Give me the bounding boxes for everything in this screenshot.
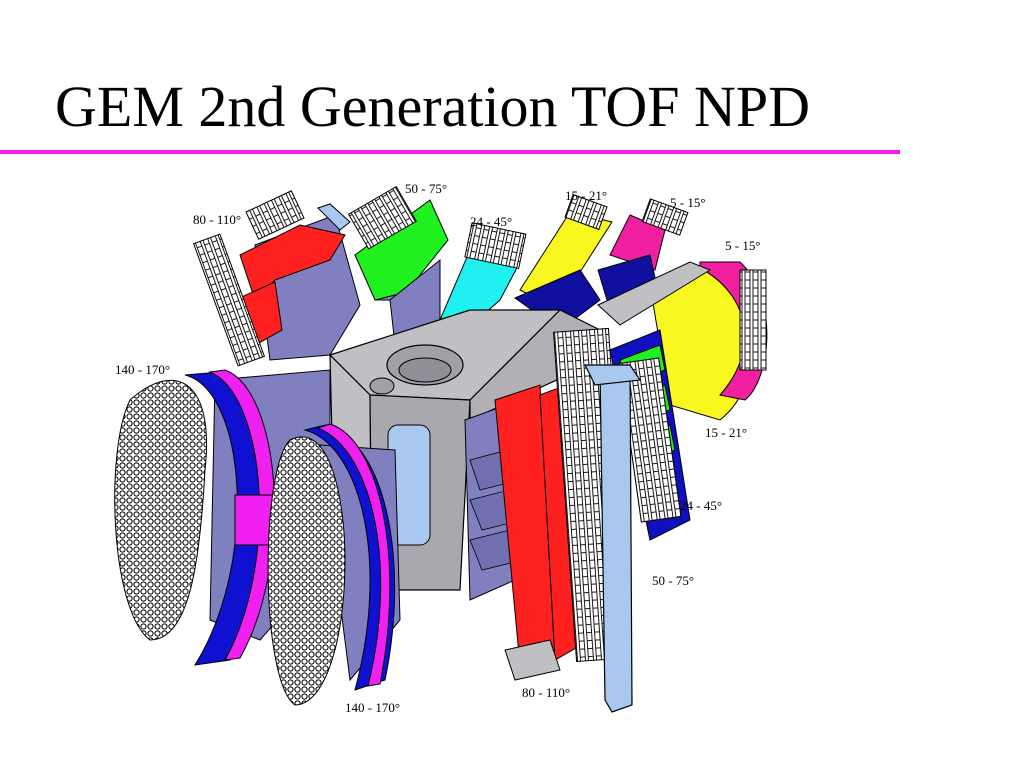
label-80-110-top: 80 - 110° <box>193 212 241 227</box>
label-24-45-right: 24 - 45° <box>680 498 722 513</box>
label-50-75-top: 50 - 75° <box>405 181 447 196</box>
vertical-strut <box>584 364 642 713</box>
label-24-45-top: 24 - 45° <box>470 214 512 229</box>
label-50-75-right: 50 - 75° <box>652 573 694 588</box>
label-140-170-bottom: 140 - 170° <box>345 700 400 715</box>
label-15-21-right: 15 - 21° <box>705 425 747 440</box>
sector-140-170-bottom <box>267 423 401 706</box>
sector-5-15-top <box>597 198 689 311</box>
sector-80-110-top <box>192 190 361 367</box>
sector-15-21-top <box>513 193 613 331</box>
label-5-15-top: 5 - 15° <box>670 195 706 210</box>
slide-title: GEM 2nd Generation TOF NPD <box>55 74 811 139</box>
label-5-15-right: 5 - 15° <box>725 238 761 253</box>
title-underline <box>0 150 900 154</box>
sector-5-15-right <box>597 261 768 421</box>
label-140-170-left: 140 - 170° <box>115 362 170 377</box>
sector-140-170-left <box>114 369 331 666</box>
label-80-110-bottom: 80 - 110° <box>522 685 570 700</box>
label-15-21-top: 15 - 21° <box>565 188 607 203</box>
sector-50-75-top <box>317 185 449 346</box>
